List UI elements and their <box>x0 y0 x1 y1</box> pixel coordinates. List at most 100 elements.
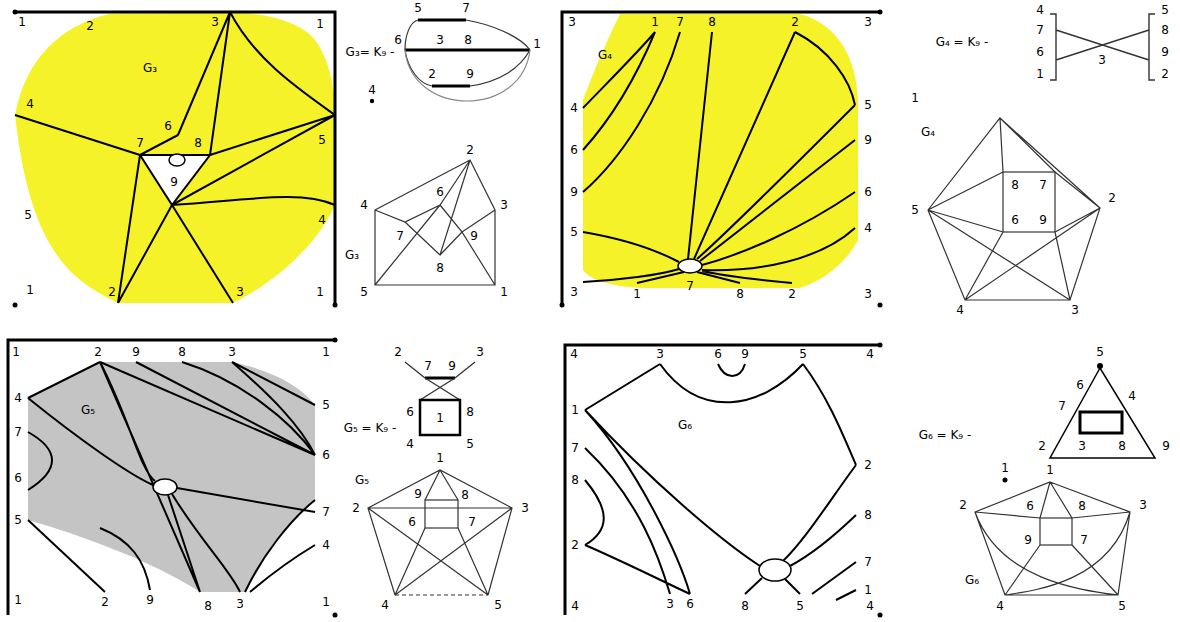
vertex-number: 7 <box>1036 24 1044 36</box>
vertex-number: 5 <box>911 204 919 216</box>
vertex-number: 2 <box>571 539 579 551</box>
vertex-number: 3 <box>211 16 219 28</box>
vertex-number: 8 <box>1011 179 1019 191</box>
vertex-number: 7 <box>136 137 144 149</box>
vertex-number: 1 <box>633 288 641 300</box>
vertex-number: 2 <box>1161 68 1169 80</box>
vertex-number: 4 <box>381 599 389 611</box>
vertex-number: 7 <box>1080 534 1088 546</box>
small-drawing <box>928 118 1100 300</box>
graph-name: G₅ <box>355 474 369 486</box>
corner-dot <box>878 303 883 308</box>
vertex-number: 7 <box>864 556 872 568</box>
corner-dot <box>878 10 883 15</box>
formula-label: G₄ = K₉ - <box>936 36 989 48</box>
vertex-number: 9 <box>1039 214 1047 226</box>
vertex-number: 8 <box>461 489 469 501</box>
vertex-number: 5 <box>796 600 804 612</box>
vertex-number: 4 <box>864 222 872 234</box>
graph-edges <box>28 362 315 592</box>
vertex-number: 4 <box>956 304 964 316</box>
complement-square <box>420 400 460 435</box>
crosscap <box>153 479 177 495</box>
vertex-number: 6 <box>1036 46 1044 58</box>
complement-bars <box>405 20 530 86</box>
inner-square <box>425 500 458 528</box>
vertex-number: 9 <box>466 68 474 80</box>
vertex-number: 3 <box>656 348 664 360</box>
corner-dot <box>333 613 338 618</box>
vertex-number: 1 <box>651 16 659 28</box>
vertex-number: 7 <box>1039 179 1047 191</box>
vertex-number: 1 <box>14 594 22 606</box>
vertex-number: 3 <box>1071 304 1079 316</box>
vertex-number: 6 <box>714 348 722 360</box>
vertex-number: 1 <box>533 38 541 50</box>
graph-name: G₄ <box>598 49 612 61</box>
vertex-number: 6 <box>408 516 416 528</box>
vertex-number: 1 <box>436 412 444 424</box>
crosscap <box>678 259 702 273</box>
vertex-number: 1 <box>316 286 324 298</box>
complement-edges <box>405 20 530 86</box>
vertex-number: 3 <box>1078 440 1086 452</box>
small-drawing <box>375 160 495 285</box>
vertex-number: 6 <box>1076 379 1084 391</box>
vertex-number: 4 <box>26 98 34 110</box>
vertex-number: 7 <box>686 280 694 292</box>
vertex-number: 5 <box>1096 346 1104 358</box>
frame-line <box>565 345 880 615</box>
crosscap <box>169 154 185 166</box>
vertex-number: 8 <box>436 262 444 274</box>
vertex-number: 6 <box>1026 500 1034 512</box>
vertex-number: 2 <box>788 288 796 300</box>
vertex-number: 5 <box>466 438 474 450</box>
vertex-number: 2 <box>108 286 116 298</box>
vertex-number: 2 <box>101 596 109 608</box>
vertex-number: 8 <box>741 600 749 612</box>
vertex-number: 2 <box>466 144 474 156</box>
complement-edges <box>1050 368 1155 458</box>
vertex-number: 7 <box>571 442 579 454</box>
inner-square <box>1003 172 1055 232</box>
vertex-number: 1 <box>1036 68 1044 80</box>
vertex-number: 1 <box>500 286 508 298</box>
graph-name: G₄ <box>921 126 935 138</box>
vertex-number: 9 <box>1024 534 1032 546</box>
vertex-number: 3 <box>864 16 872 28</box>
vertex-number: 4 <box>406 438 414 450</box>
vertex-number: 7 <box>14 426 22 438</box>
inner-square <box>1040 518 1072 545</box>
vertex-number: 6 <box>406 406 414 418</box>
vertex-number: 5 <box>1118 600 1126 612</box>
complement-vertex <box>1097 363 1103 369</box>
graph-name: G₅ <box>81 404 95 416</box>
vertex-number: 8 <box>466 406 474 418</box>
vertex-number: 9 <box>448 360 456 372</box>
vertex-number: 4 <box>14 392 22 404</box>
vertex-number: 7 <box>676 16 684 28</box>
vertex-number: 5 <box>799 348 807 360</box>
vertex-number: 1 <box>436 452 444 464</box>
vertex-number: 9 <box>146 594 154 606</box>
graph-name: G₆ <box>965 574 979 586</box>
small-drawing <box>368 470 512 595</box>
vertex-number: 9 <box>470 230 478 242</box>
vertex-number: 6 <box>164 120 172 132</box>
formula-label: G₅ = K₉ - <box>344 422 397 434</box>
vertex-number: 1 <box>26 284 34 296</box>
vertex-number: 3 <box>568 16 576 28</box>
vertex-number: 8 <box>204 600 212 612</box>
vertex-number: 8 <box>1118 440 1126 452</box>
vertex-number: 1 <box>1001 462 1009 474</box>
vertex-number: 4 <box>996 600 1004 612</box>
vertex-number: 5 <box>1161 4 1169 16</box>
vertex-number: 2 <box>1108 192 1116 204</box>
vertex-number: 2 <box>959 499 967 511</box>
vertex-number: 3 <box>228 346 236 358</box>
vertex-number: 5 <box>24 209 32 221</box>
graph-name: G₆ <box>678 419 692 431</box>
